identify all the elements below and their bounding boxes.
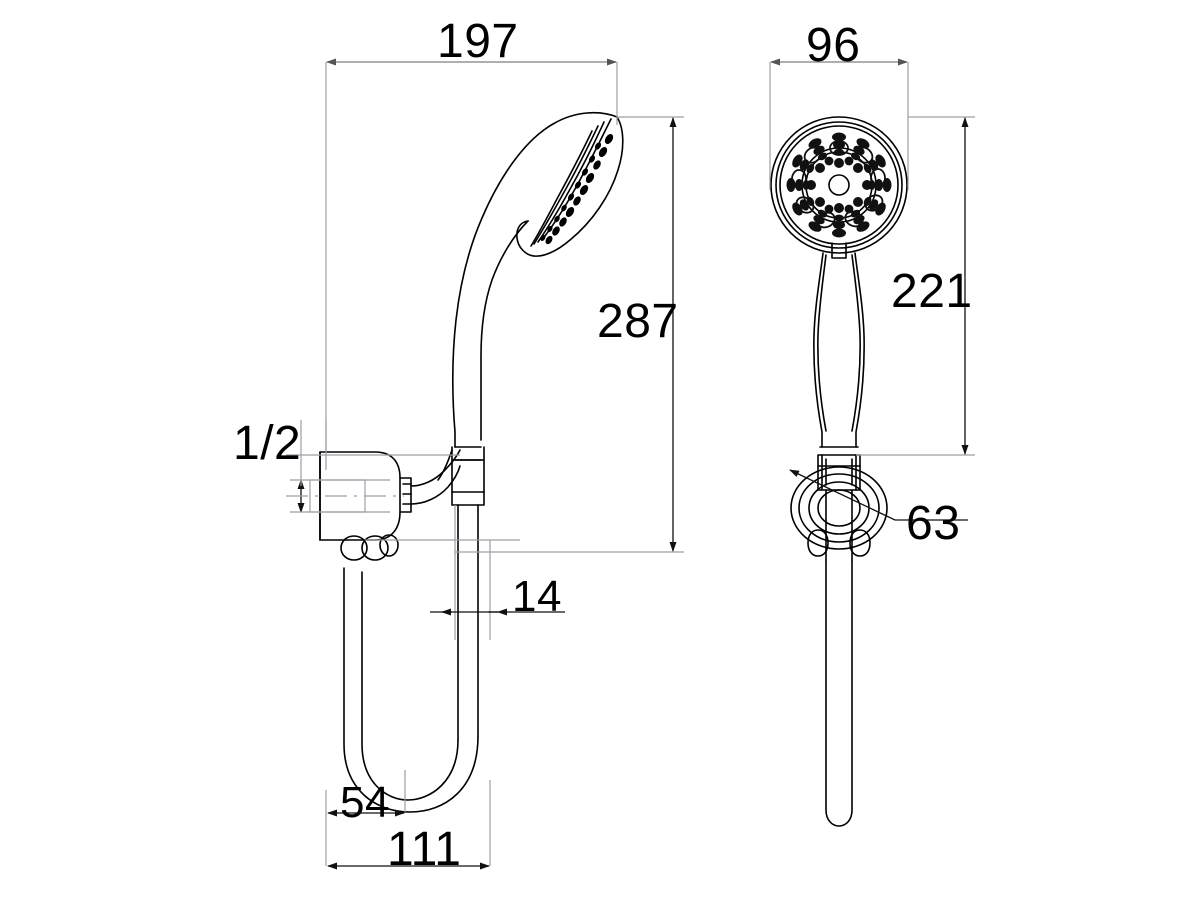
dimension-label-197: 197	[437, 15, 519, 68]
wall-flange-bore	[817, 489, 861, 527]
dimension-label-287: 287	[597, 295, 679, 348]
dimension-label-63: 63	[906, 497, 961, 550]
handset-neck-notch	[516, 220, 535, 257]
hose-nut-ring-2	[361, 535, 389, 561]
bracket-arm-bottom	[410, 465, 461, 505]
construction-lines	[286, 420, 520, 541]
head-stem-tab	[831, 242, 847, 259]
spray-nozzles-front-outer-ring	[786, 132, 892, 238]
bracket-arm-inner-fold	[437, 449, 453, 481]
wall-flange-mid	[798, 473, 880, 543]
dimension-lines-dark	[297, 117, 969, 870]
front-hose-lower	[825, 559, 853, 827]
dimension-label-54: 54	[340, 778, 390, 827]
flange-tab-left	[807, 529, 829, 557]
side-view-geometry	[319, 111, 624, 813]
hose-nut-ring-3	[379, 534, 399, 557]
spray-nozzles-side	[540, 133, 614, 245]
handle-outline-right	[854, 252, 865, 448]
handle-inner-left	[817, 254, 827, 432]
dimension-label-221: 221	[891, 265, 973, 318]
extension-lines	[325, 62, 975, 866]
leader-line-63	[789, 469, 896, 521]
wall-flange-outer	[790, 466, 888, 550]
faceplate-edge-2	[537, 121, 605, 243]
handset-head-outline-right	[533, 116, 624, 257]
handset-body-outline-right	[480, 220, 529, 441]
hose-nut-ring-1	[340, 535, 368, 561]
flange-tab-right	[849, 529, 871, 557]
front-view-geometry	[770, 116, 908, 827]
spray-nozzles-front-inner	[806, 156, 872, 214]
bracket-ball-joint-housing	[399, 477, 412, 513]
handset-outlet-sleeve	[451, 446, 485, 506]
dimension-label-111: 111	[387, 823, 462, 876]
faceplate-edge-3	[533, 125, 599, 245]
handset-body-outline-left	[452, 111, 618, 448]
head-rim-inner	[779, 125, 899, 245]
handle-outline-left	[813, 252, 824, 448]
faceplate-edge-1	[541, 118, 612, 241]
faceplate-edge-4	[530, 130, 593, 247]
handle-inner-right	[851, 254, 861, 432]
head-rim-mid	[775, 121, 903, 249]
dimension-label-14: 14	[512, 572, 562, 621]
dimension-label-96: 96	[806, 19, 861, 72]
head-rim-outer	[770, 116, 908, 254]
hose-loop-inner	[343, 567, 479, 813]
head-center-hole	[828, 174, 850, 196]
hose-loop-outer	[361, 571, 459, 801]
dimension-label-half-inch: 1/2	[233, 417, 302, 470]
